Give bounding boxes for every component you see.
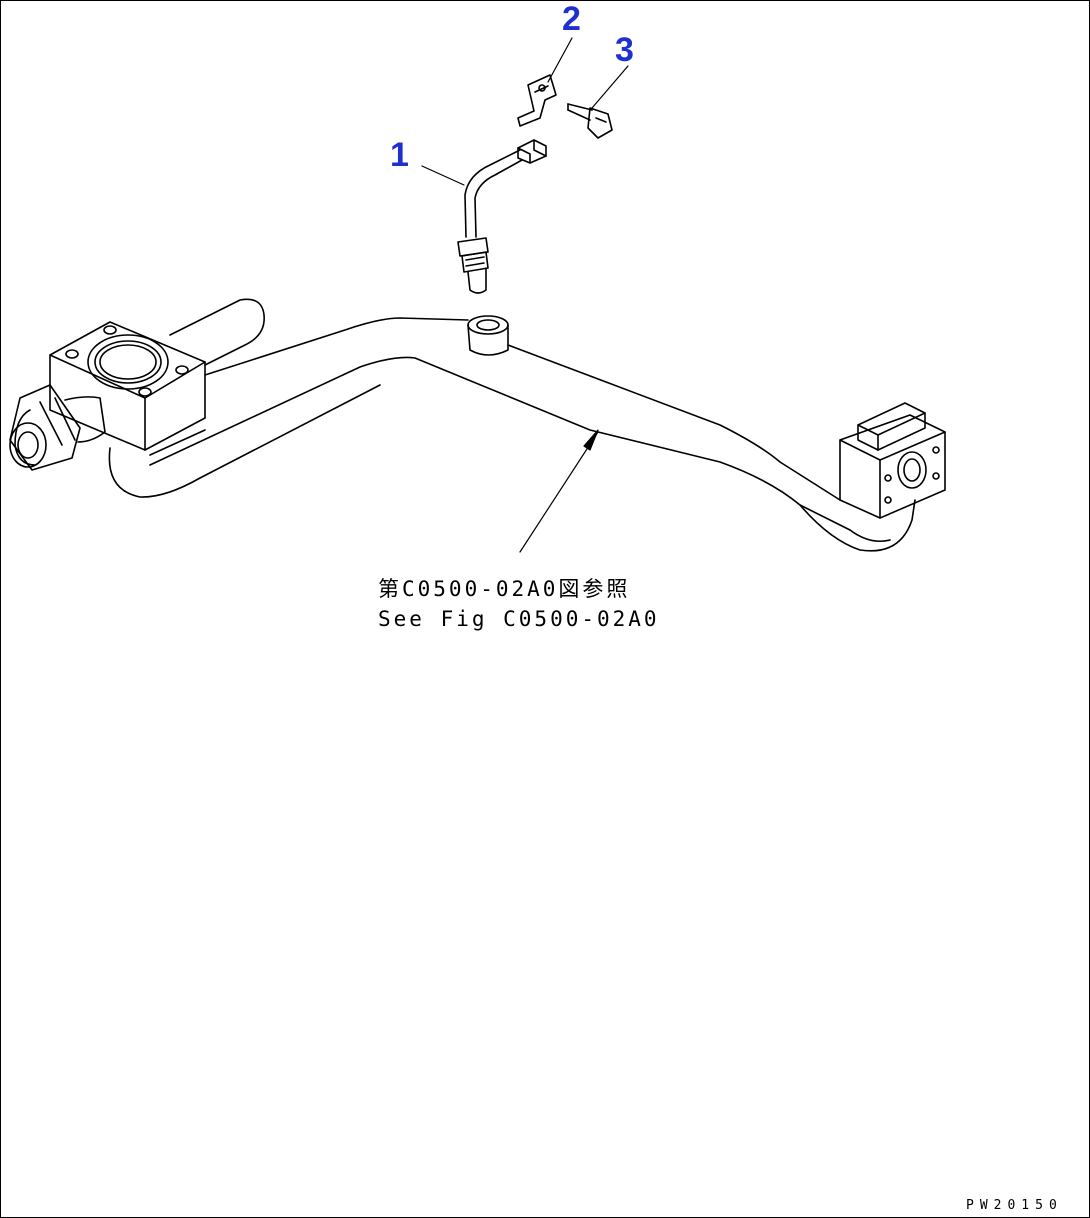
pipe-assembly bbox=[108, 317, 916, 552]
leader-lines bbox=[421, 37, 629, 553]
callout-2: 2 bbox=[562, 0, 581, 38]
drawing-code: PW20150 bbox=[966, 1198, 1063, 1213]
sensor-harness-part bbox=[457, 139, 547, 294]
right-block bbox=[839, 402, 946, 519]
sensor-boss bbox=[467, 315, 509, 356]
bolt-part bbox=[567, 103, 613, 139]
left-flange-block bbox=[9, 298, 265, 471]
callout-3: 3 bbox=[615, 31, 634, 69]
callout-1: 1 bbox=[390, 136, 409, 174]
clip-part bbox=[517, 74, 557, 127]
reference-note-jp: 第C0500-02A0図参照 bbox=[378, 577, 631, 601]
reference-note-en: See Fig C0500-02A0 bbox=[378, 607, 660, 631]
